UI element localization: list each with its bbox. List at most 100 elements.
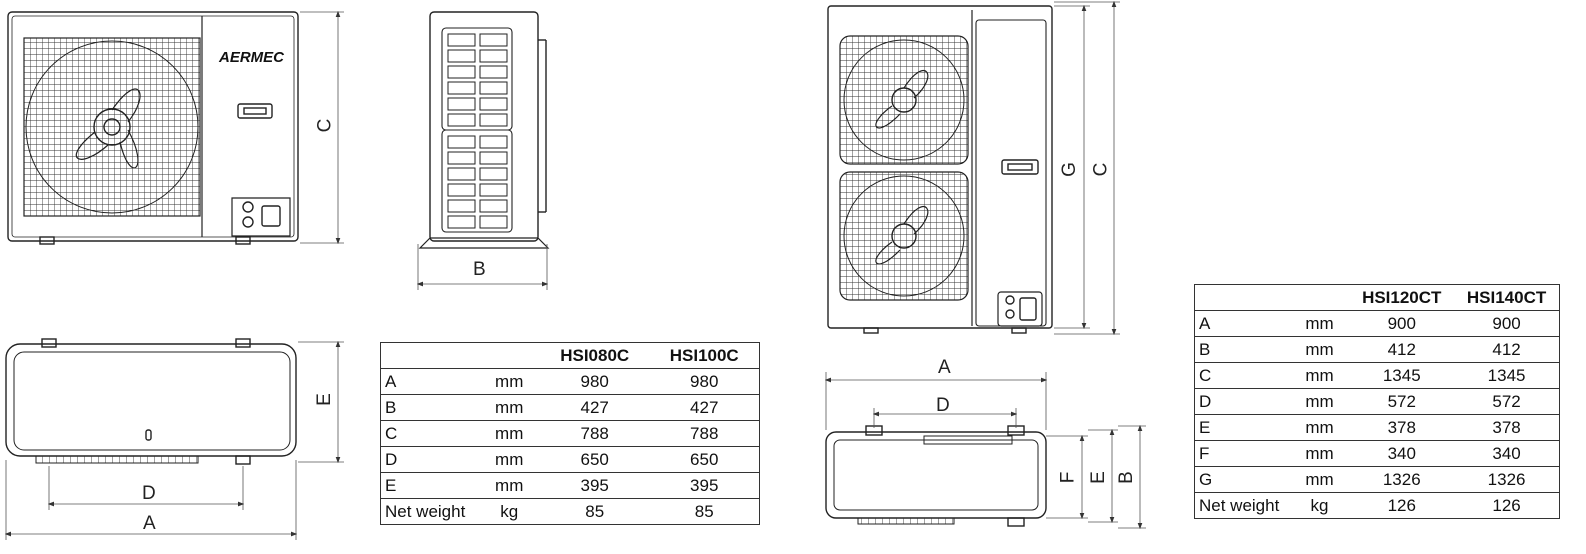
- table-cell-value: 427: [539, 394, 650, 421]
- table-cell-unit: mm: [478, 394, 540, 421]
- table-header-cell: [380, 342, 479, 369]
- table-cell-unit: mm: [478, 472, 540, 499]
- table-header-model-2: HSI140CT: [1454, 284, 1561, 311]
- table-cell-unit: mm: [1289, 336, 1350, 363]
- dim-label-a-large-top: A: [938, 357, 951, 378]
- table-row: D mm 572 572: [1193, 388, 1561, 415]
- table-header-model-2: HSI100C: [649, 342, 761, 369]
- table-cell-param: D: [380, 446, 479, 473]
- table-cell-value: 412: [1349, 336, 1455, 363]
- table-row: B mm 412 412: [1193, 336, 1561, 363]
- dim-label-c-large-front: C: [1090, 162, 1112, 177]
- dim-label-e-small-top: E: [313, 393, 335, 406]
- table-cell-value: 572: [1454, 388, 1561, 415]
- small-unit-front-view: [7, 11, 299, 245]
- table-cell-value: 980: [649, 368, 761, 395]
- table-row: C mm 1345 1345: [1193, 362, 1561, 389]
- table-cell-value: 900: [1454, 310, 1561, 337]
- table-cell-value: 378: [1349, 414, 1455, 441]
- table-cell-unit: kg: [478, 498, 540, 525]
- dimension-a-small-top: [4, 460, 298, 540]
- table-header-cell: [1289, 284, 1350, 311]
- dimension-c-large-front: [1054, 0, 1120, 336]
- table-cell-param: Net weight: [380, 498, 479, 525]
- table-cell-param: A: [1193, 310, 1290, 337]
- table-header-row: HSI080C HSI100C: [380, 342, 761, 369]
- spec-table-small: HSI080C HSI100C A mm 980 980 B mm 427 42…: [380, 342, 761, 525]
- dimension-b-small-side: [416, 244, 549, 290]
- large-unit-top-view: [825, 425, 1047, 527]
- table-row: F mm 340 340: [1193, 440, 1561, 467]
- dim-label-a-small-top: A: [143, 513, 156, 534]
- table-cell-value: 1326: [1349, 466, 1455, 493]
- dimension-c-small-front: [300, 10, 344, 245]
- table-row: Net weight kg 126 126: [1193, 492, 1561, 519]
- dimension-a-large-top: [824, 372, 1048, 430]
- table-cell-value: 980: [539, 368, 650, 395]
- dimension-e-small-top: [298, 340, 344, 464]
- table-cell-param: F: [1193, 440, 1290, 467]
- dimension-b-large-top: [1118, 424, 1146, 530]
- table-cell-unit: mm: [1289, 414, 1350, 441]
- table-cell-value: 85: [539, 498, 650, 525]
- table-cell-unit: mm: [1289, 388, 1350, 415]
- table-cell-value: 1326: [1454, 466, 1561, 493]
- table-cell-value: 85: [649, 498, 761, 525]
- table-cell-param: A: [380, 368, 479, 395]
- table-header-model-1: HSI120CT: [1349, 284, 1455, 311]
- table-header-model-1: HSI080C: [539, 342, 650, 369]
- dimension-d-small-top: [47, 466, 245, 510]
- dim-label-d-small-top: D: [142, 483, 156, 504]
- table-cell-value: 395: [539, 472, 650, 499]
- table-cell-unit: mm: [478, 368, 540, 395]
- table-cell-param: C: [380, 420, 479, 447]
- brand-logo: AERMEC: [218, 49, 285, 66]
- table-cell-value: 126: [1349, 492, 1455, 519]
- dim-label-f-large-top: F: [1057, 471, 1079, 484]
- table-row: D mm 650 650: [380, 446, 761, 473]
- table-cell-value: 412: [1454, 336, 1561, 363]
- table-cell-unit: mm: [1289, 362, 1350, 389]
- table-cell-value: 900: [1349, 310, 1455, 337]
- table-row: E mm 378 378: [1193, 414, 1561, 441]
- table-cell-param: Net weight: [1193, 492, 1290, 519]
- table-cell-value: 650: [649, 446, 761, 473]
- table-cell-value: 788: [649, 420, 761, 447]
- table-cell-param: E: [380, 472, 479, 499]
- table-row: A mm 900 900: [1193, 310, 1561, 337]
- dimension-d-large-top: [872, 408, 1018, 428]
- table-cell-value: 1345: [1349, 362, 1455, 389]
- small-unit-side-view: [418, 11, 550, 249]
- table-cell-param: D: [1193, 388, 1290, 415]
- table-cell-unit: mm: [478, 446, 540, 473]
- table-cell-unit: mm: [1289, 440, 1350, 467]
- table-cell-param: B: [1193, 336, 1290, 363]
- table-cell-value: 126: [1454, 492, 1561, 519]
- dim-label-d-large-top: D: [936, 395, 950, 416]
- spec-table-large: HSI120CT HSI140CT A mm 900 900 B mm 412 …: [1193, 284, 1561, 519]
- table-row: A mm 980 980: [380, 368, 761, 395]
- table-cell-param: C: [1193, 362, 1290, 389]
- table-row: C mm 788 788: [380, 420, 761, 447]
- table-cell-unit: mm: [1289, 310, 1350, 337]
- table-cell-value: 427: [649, 394, 761, 421]
- table-cell-value: 378: [1454, 414, 1561, 441]
- small-unit-top-view: [5, 338, 297, 465]
- table-cell-param: G: [1193, 466, 1290, 493]
- table-cell-value: 340: [1349, 440, 1455, 467]
- table-cell-unit: mm: [478, 420, 540, 447]
- dim-label-e-large-top: E: [1087, 471, 1109, 484]
- table-header-row: HSI120CT HSI140CT: [1193, 284, 1561, 311]
- table-row: Net weight kg 85 85: [380, 498, 761, 525]
- table-cell-param: E: [1193, 414, 1290, 441]
- dim-label-c-small-front: C: [314, 118, 336, 133]
- table-header-cell: [1193, 284, 1290, 311]
- table-cell-value: 650: [539, 446, 650, 473]
- table-row: E mm 395 395: [380, 472, 761, 499]
- table-row: B mm 427 427: [380, 394, 761, 421]
- table-cell-value: 395: [649, 472, 761, 499]
- table-header-cell: [478, 342, 540, 369]
- table-cell-value: 1345: [1454, 362, 1561, 389]
- table-cell-value: 340: [1454, 440, 1561, 467]
